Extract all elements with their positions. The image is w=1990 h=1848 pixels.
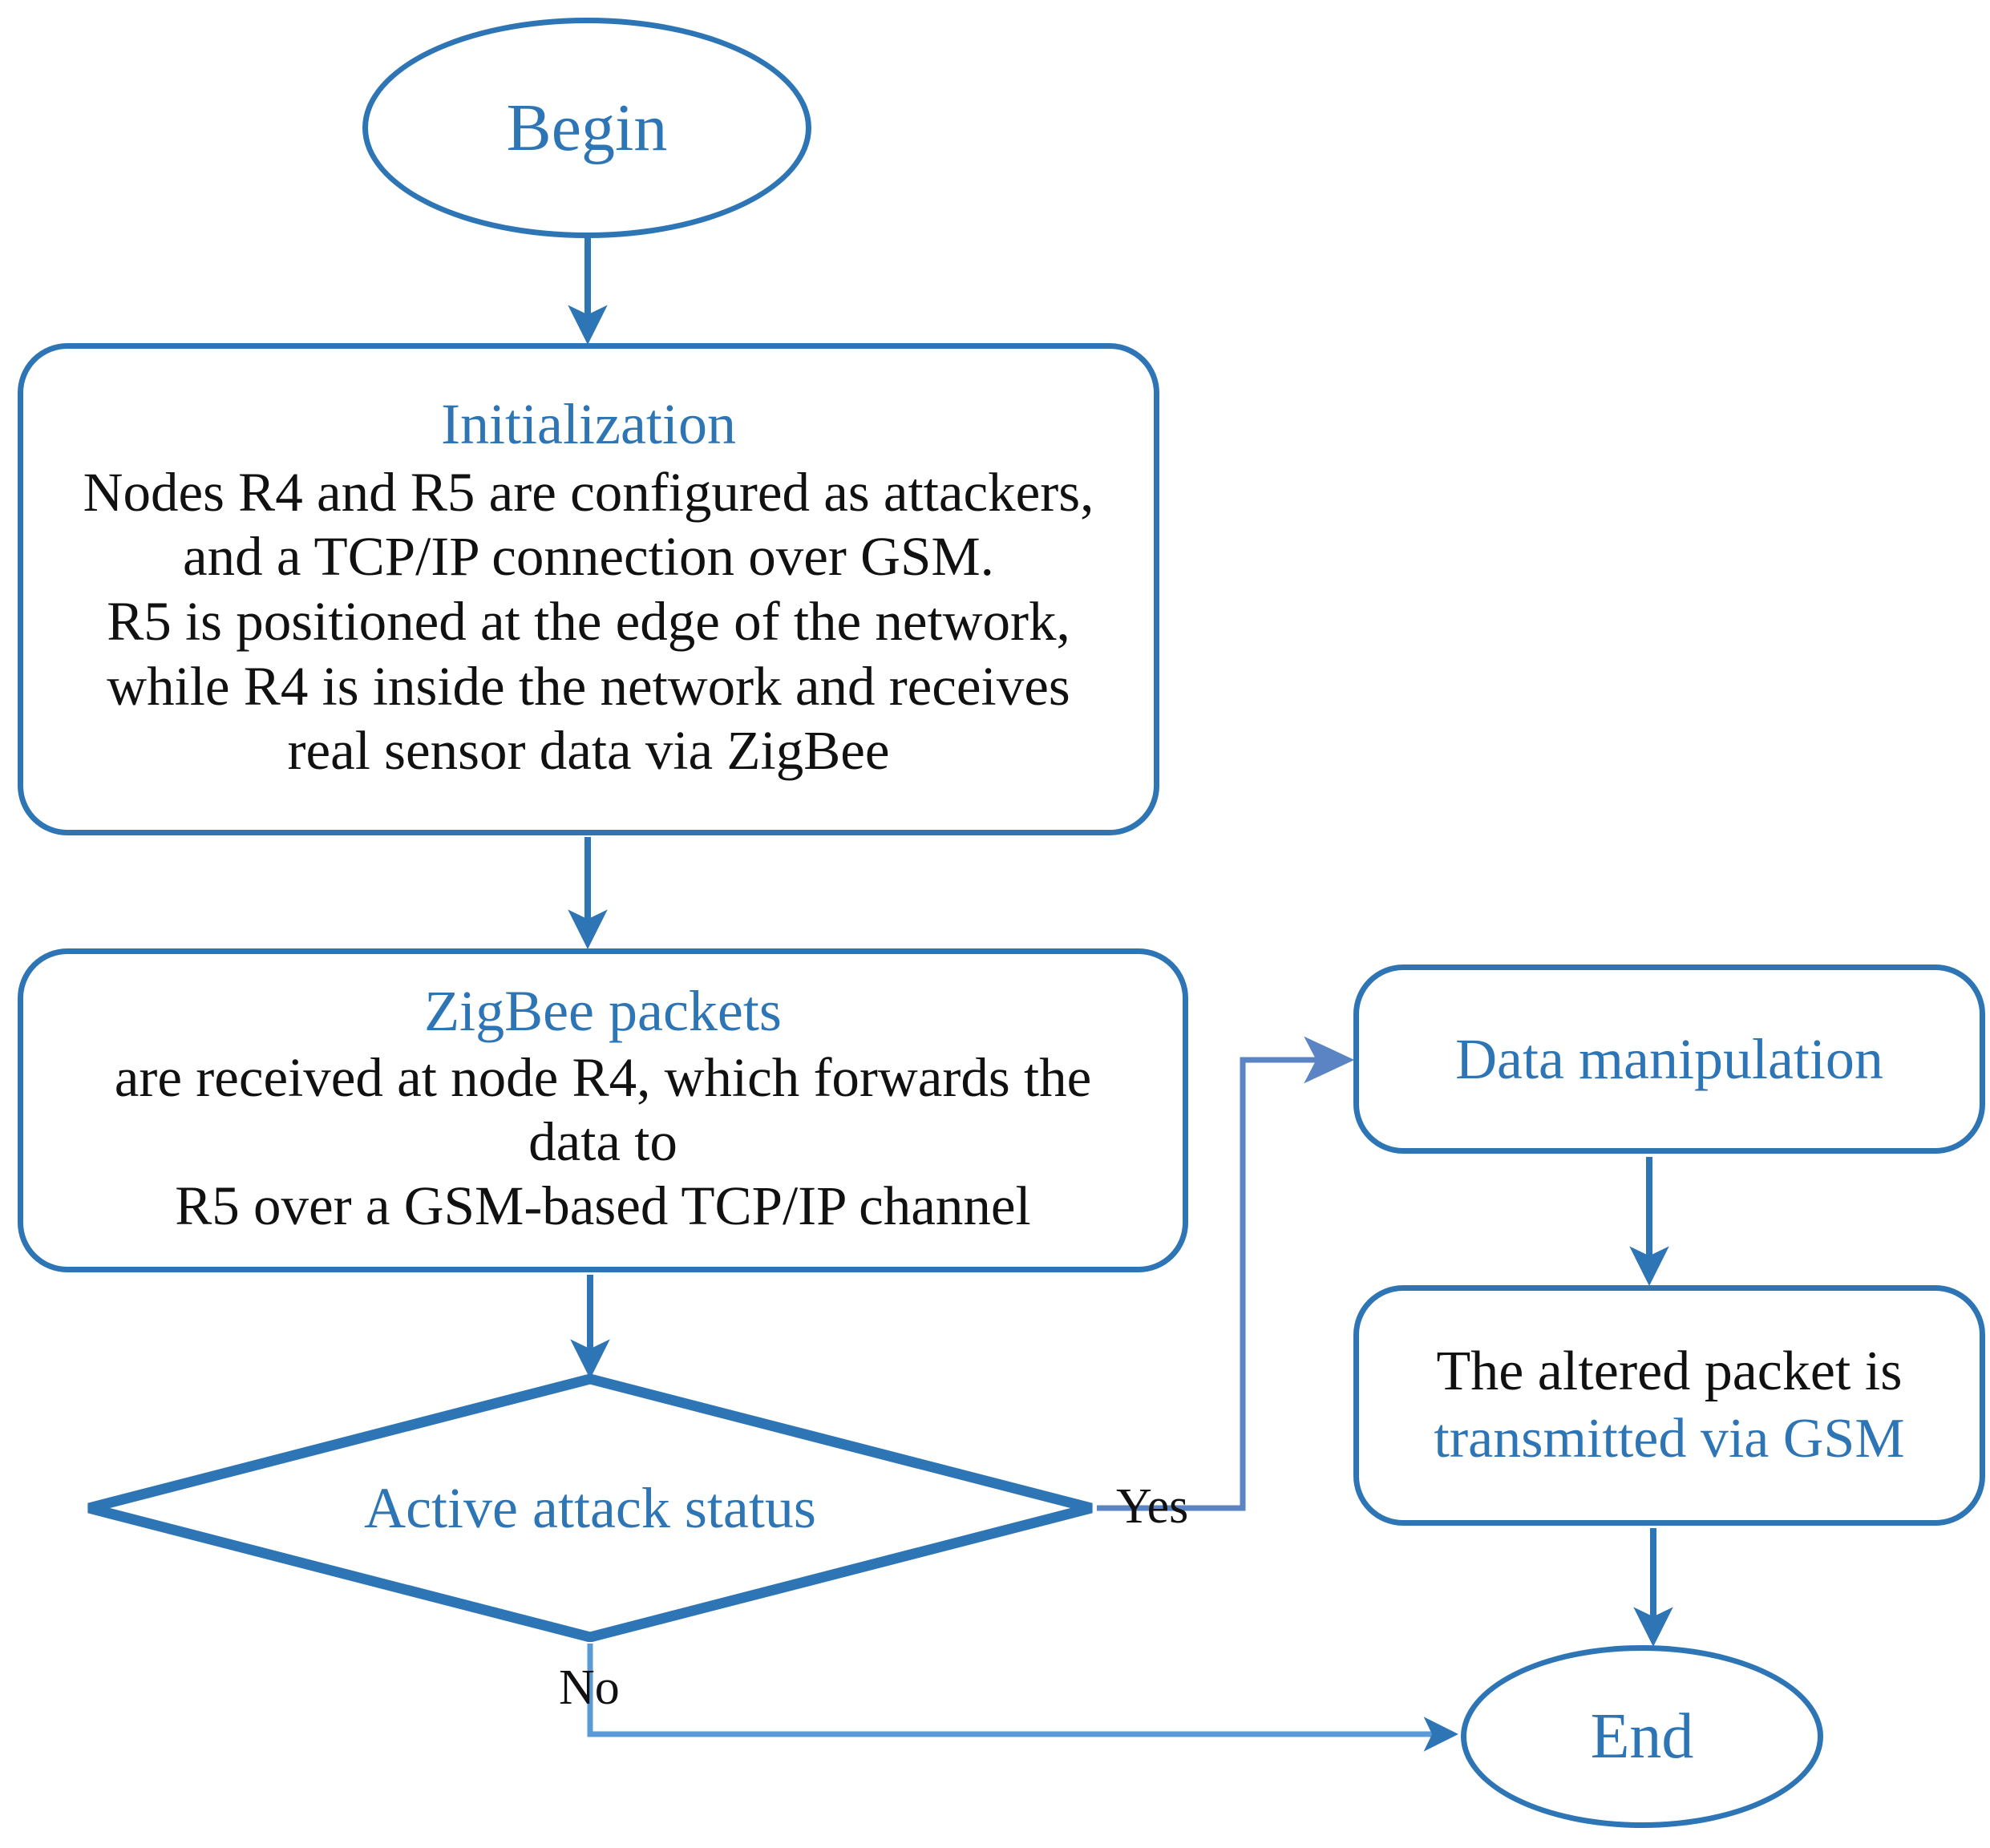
edge-label-no: No [559, 1660, 620, 1715]
diamond-shape [84, 1374, 1096, 1642]
node-begin[interactable]: Begin [362, 18, 811, 238]
node-zigbee-packets[interactable]: ZigBee packets are received at node R4, … [18, 948, 1188, 1272]
node-end-label: End [1590, 1701, 1694, 1772]
node-zigbee-packets-body-line: data to [528, 1110, 677, 1172]
node-begin-label: Begin [506, 90, 668, 165]
node-zigbee-packets-title: ZigBee packets [424, 979, 782, 1044]
node-decision-label: Active attack status [364, 1476, 816, 1540]
node-initialization-body-line: while R4 is inside the network and recei… [107, 655, 1070, 717]
node-data-manipulation-title: Data manipulation [1455, 1027, 1883, 1091]
node-initialization-body-line: Nodes R4 and R5 are configured as attack… [83, 461, 1094, 523]
node-altered-packet-body: The altered packet is transmitted via GS… [1434, 1338, 1904, 1473]
node-initialization[interactable]: Initialization Nodes R4 and R5 are confi… [18, 343, 1159, 835]
node-zigbee-packets-body: are received at node R4, which forwards … [115, 1045, 1091, 1238]
node-altered-packet-line-2: transmitted via GSM [1434, 1408, 1905, 1470]
node-end[interactable]: End [1461, 1645, 1823, 1828]
node-initialization-body-line: and a TCP/IP connection over GSM. [183, 526, 994, 588]
node-zigbee-packets-body-line: are received at node R4, which forwards … [114, 1046, 1092, 1108]
node-decision-active-attack-status[interactable]: Active attack status [84, 1374, 1096, 1642]
node-altered-packet[interactable]: The altered packet is transmitted via GS… [1353, 1285, 1985, 1526]
node-zigbee-packets-body-line: R5 over a GSM-based TCP/IP channel [175, 1175, 1031, 1236]
node-data-manipulation[interactable]: Data manipulation [1353, 964, 1985, 1154]
node-initialization-body: Nodes R4 and R5 are configured as attack… [83, 460, 1094, 784]
node-initialization-body-line: R5 is positioned at the edge of the netw… [107, 590, 1070, 652]
node-altered-packet-line-1: The altered packet is [1436, 1341, 1903, 1402]
edge-label-yes: Yes [1116, 1479, 1189, 1534]
node-initialization-body-line: real sensor data via ZigBee [287, 720, 890, 782]
edge-decision-no [587, 1644, 1459, 1752]
node-initialization-title: Initialization [441, 391, 736, 456]
